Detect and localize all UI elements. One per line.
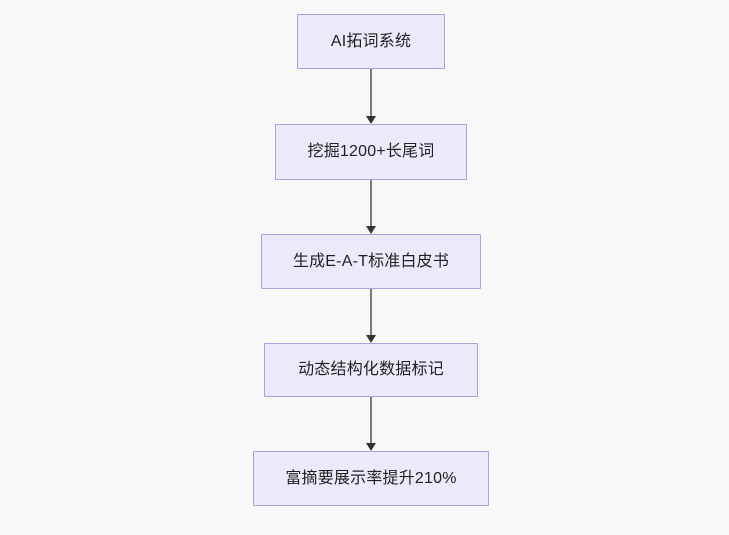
flow-node-generate-eat-whitepaper[interactable]: 生成E-A-T标准白皮书 <box>261 234 481 289</box>
arrow-down-icon <box>365 443 376 451</box>
flow-node-label: 富摘要展示率提升210% <box>285 469 457 487</box>
flow-edge-n4-n5 <box>370 397 372 443</box>
flow-node-label: 生成E-A-T标准白皮书 <box>292 252 450 270</box>
arrow-down-icon <box>365 116 376 124</box>
flow-node-label: AI拓词系统 <box>330 32 412 50</box>
flow-node-ai-keyword-system[interactable]: AI拓词系统 <box>297 14 445 69</box>
flow-edge-n1-n2 <box>370 69 372 116</box>
flow-node-mine-longtail-keywords[interactable]: 挖掘1200+长尾词 <box>275 124 467 180</box>
flow-node-rich-snippet-impression-lift[interactable]: 富摘要展示率提升210% <box>253 451 489 506</box>
flow-node-label: 挖掘1200+长尾词 <box>307 143 435 160</box>
arrow-down-icon <box>365 335 376 343</box>
arrow-down-icon <box>365 226 376 234</box>
flow-edge-n3-n4 <box>370 289 372 335</box>
flow-node-label: 动态结构化数据标记 <box>298 361 444 378</box>
flow-node-dynamic-structured-data-markup[interactable]: 动态结构化数据标记 <box>264 343 478 397</box>
flow-edge-n2-n3 <box>370 180 372 226</box>
